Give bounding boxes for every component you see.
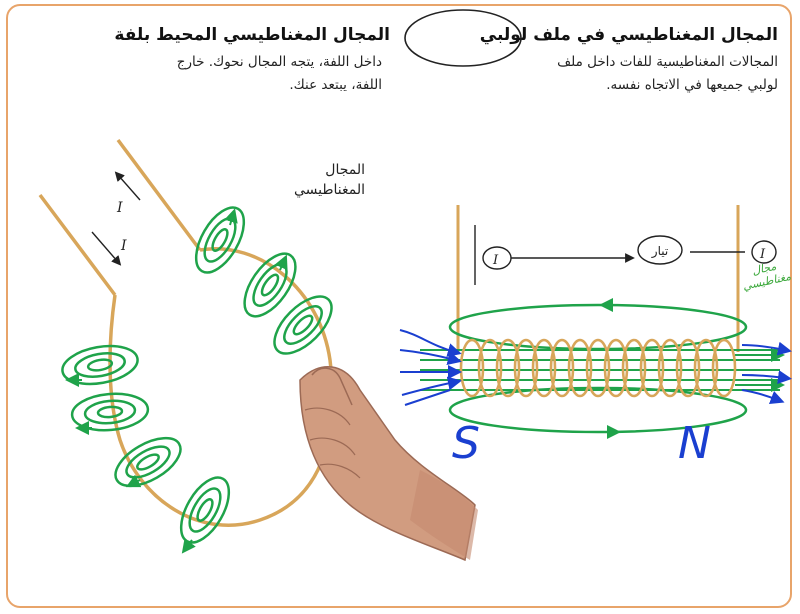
pole-south: S [452,418,480,469]
pole-north: N [678,418,711,469]
current-label-2: I [120,238,127,254]
solenoid-figure: I تيار I [400,10,785,432]
current-arrow-up [118,175,140,200]
handwritten-circuit-note [475,225,776,285]
current-arrow-down [92,232,118,262]
heading-circle-annotation [405,10,521,66]
lead-wire-inner [118,140,200,250]
annotation-terminal-right: I [759,247,766,262]
annotation-terminal-left: I [492,253,499,268]
internal-field-lines [420,350,780,390]
annotation-middle: تيار [651,244,668,259]
current-label-1: I [116,200,123,216]
loop-figure: I I [40,140,478,560]
